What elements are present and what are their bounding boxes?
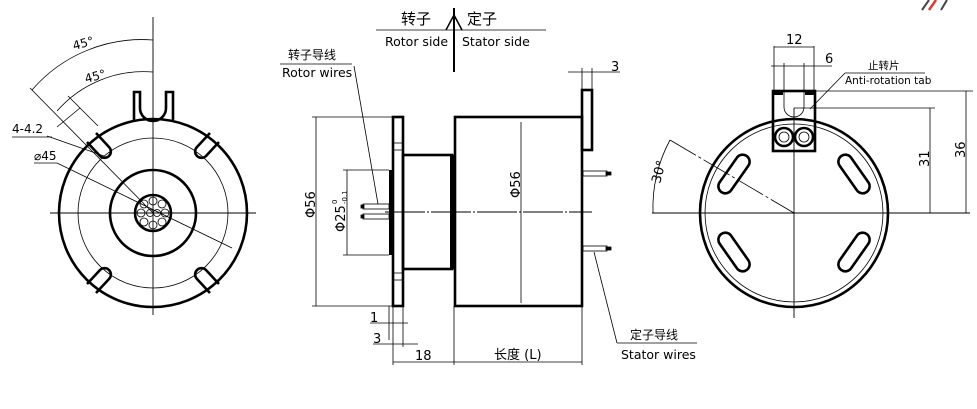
stator-end-view: 12 6 止转片 Anti-rotation tab 31 36 30°: [649, 33, 973, 318]
stator-wires-cn-label: 定子导线: [630, 327, 678, 342]
side-view: 转子导线 Rotor wires 定子导线 Stator wires Φ56 Φ…: [280, 47, 697, 365]
rotor-wires: [360, 203, 390, 220]
height-tab-label: 36: [954, 141, 969, 158]
rotor-end-view: 45° 45° 4-4.2 ⌀45: [12, 17, 256, 315]
stator-body: [453, 115, 584, 308]
height-slot-label: 31: [918, 150, 933, 167]
stator-wires-label: Stator wires: [621, 347, 696, 362]
anti-rotation-tab: [771, 89, 817, 153]
angle-arc-outer: [31, 39, 154, 91]
angle-label-inner: 45°: [83, 67, 107, 86]
body-outline: [698, 117, 890, 309]
wire-holes: [136, 196, 170, 230]
flange-thickness-label: 3: [373, 332, 381, 347]
angle-label: 30°: [649, 159, 669, 185]
hole-spec-label: 4-4.2: [12, 122, 43, 136]
rotor-length-label: 18: [415, 349, 432, 364]
brush-slots: [717, 153, 871, 273]
flange-outline: [57, 117, 249, 309]
spigot-tol-lower: -0.1: [341, 190, 349, 204]
rotor-wires-cn-label: 转子导线: [288, 47, 336, 62]
tab-width-label: 12: [786, 33, 803, 48]
slot-width-label: 6: [825, 52, 833, 67]
tab-thickness-label: 3: [611, 60, 619, 75]
rotor-side-label: Rotor side: [385, 34, 448, 49]
rotor-cn-label: 转子: [401, 10, 431, 28]
rotor-plate: [389, 170, 393, 255]
spigot-diameter-label: Φ25: [334, 205, 349, 232]
angle-arc: [652, 139, 671, 214]
spigot-tol-upper: 0: [331, 200, 339, 204]
angle-label-outer: 45°: [71, 34, 95, 53]
rotor-wires-label: Rotor wires: [282, 65, 352, 80]
pcd-label: ⌀45: [34, 149, 57, 163]
length-label: 长度 (L): [494, 347, 542, 363]
stator-side-label: Stator side: [462, 34, 530, 49]
tab-cn-label: 止转片: [868, 59, 900, 72]
mounting-slots: [86, 132, 220, 294]
stator-tab: [580, 88, 594, 152]
flange-diameter-label: Φ56: [304, 191, 319, 218]
body-diameter-label: Φ56: [509, 171, 524, 198]
pitch-circle: [77, 137, 229, 289]
tab-label: Anti-rotation tab: [845, 75, 932, 87]
rotor-flange: [391, 115, 405, 308]
corner-mark: [921, 0, 948, 11]
side-indicator: 转子 定子 Rotor side Stator side: [376, 8, 546, 72]
stator-wires: [582, 170, 612, 252]
stator-cn-label: 定子: [467, 10, 497, 28]
hub-outline: [108, 168, 198, 258]
angle-arc-inner: [56, 71, 154, 112]
plate-thickness-label: 1: [370, 311, 378, 326]
wire-bundle: [133, 193, 173, 233]
tab-outline: [132, 90, 175, 123]
